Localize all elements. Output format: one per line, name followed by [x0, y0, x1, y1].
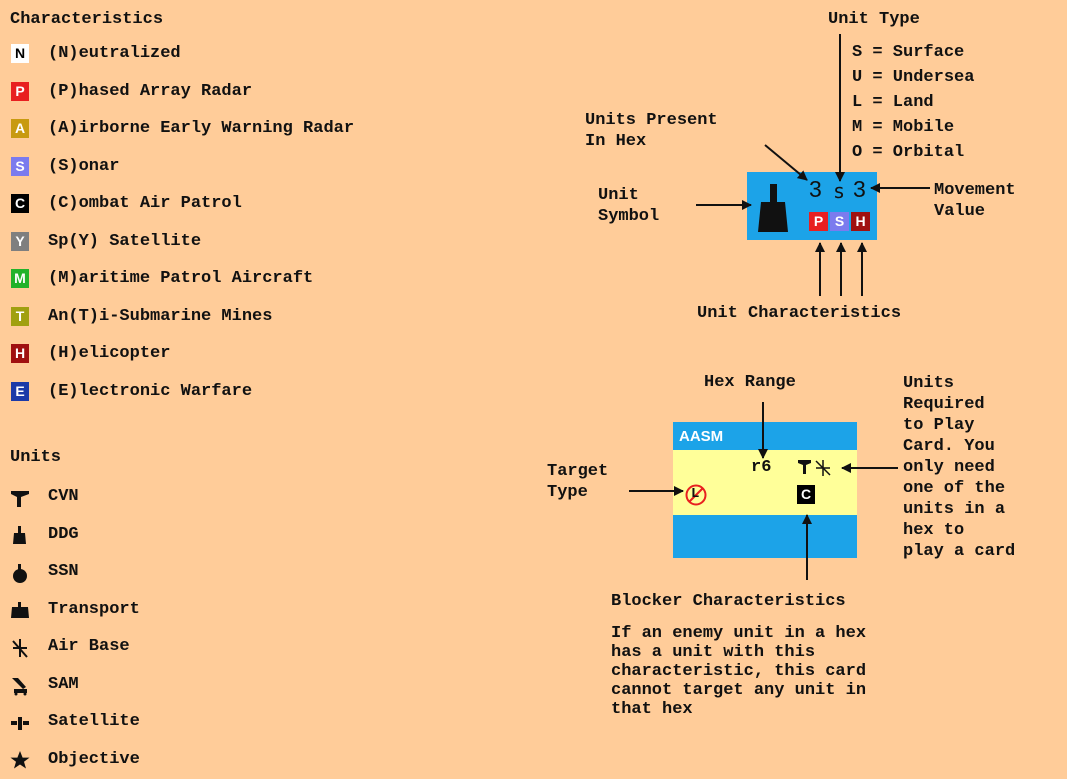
characteristic-label: Sp(Y) Satellite — [48, 231, 202, 251]
characteristic-badge-p: P — [11, 81, 29, 101]
characteristic-badge-s: S — [11, 156, 29, 176]
unit-type-title: Unit Type — [828, 10, 920, 29]
target-type-icon: L — [685, 484, 707, 506]
target-type-code: L — [691, 486, 700, 502]
ddg-icon — [758, 184, 788, 232]
unit-label-cvn: CVN — [48, 487, 79, 506]
ssn-icon — [13, 564, 27, 583]
units-present-label: Units Present In Hex — [585, 111, 718, 151]
units-required-icons — [798, 460, 831, 476]
counter-characteristic-s: S — [830, 212, 849, 231]
movement-value-label: Movement Value — [934, 181, 1016, 221]
unit-type-entry: M = Mobile — [852, 118, 955, 137]
unit-type-entry: L = Land — [852, 93, 934, 112]
satellite-icon — [11, 717, 29, 730]
unit-type-entry: U = Undersea — [852, 68, 975, 87]
unit-label-ssn: SSN — [48, 562, 79, 581]
target-type-label: Target Type — [547, 462, 609, 502]
characteristic-badge-c: C — [11, 194, 29, 213]
cvn-icon — [11, 491, 29, 507]
unit-type-value: s — [833, 179, 846, 203]
characteristic-label: (P)hased Array Radar — [48, 81, 253, 101]
unit-label-satellite: Satellite — [48, 712, 140, 731]
blocker-title: Blocker Characteristics — [611, 592, 846, 611]
characteristic-badge-h: H — [11, 344, 29, 363]
movement-value: 3 — [853, 176, 866, 202]
transport-icon — [11, 602, 29, 618]
unit-label-sam: SAM — [48, 674, 79, 694]
characteristic-label: (S)onar — [48, 156, 120, 176]
characteristic-label: (C)ombat Air Patrol — [48, 194, 242, 213]
unit-type-list: S = Surface U = Undersea L = Land M = Mobil… — [852, 40, 974, 165]
characteristic-badge-t: T — [11, 306, 29, 326]
characteristic-badge-y: Y — [11, 231, 29, 251]
unit-label-transport: Transport — [48, 599, 140, 619]
units-heading: Units — [10, 448, 62, 467]
characteristic-label: (N)eutralized — [48, 44, 181, 63]
characteristic-badge-a: A — [11, 119, 29, 138]
card-title: AASM — [679, 428, 724, 445]
unit-type-entry: O = Orbital — [852, 143, 965, 162]
units-present-arrow — [764, 144, 808, 181]
hex-range-value: r6 — [751, 458, 772, 477]
card: AASM r6 L C — [673, 422, 857, 558]
blocker-badge: C — [797, 485, 815, 504]
characteristic-label: (E)lectronic Warfare — [48, 381, 253, 401]
characteristic-label: An(T)i-Submarine Mines — [48, 306, 273, 326]
counter-characteristic-h: H — [851, 212, 870, 231]
characteristics-heading: Characteristics — [10, 10, 164, 29]
characteristic-badge-n: N — [11, 44, 29, 63]
characteristic-label: (H)elicopter — [48, 344, 171, 363]
unit-label-air-base: Air Base — [48, 637, 130, 656]
card-body: r6 L C — [673, 450, 857, 515]
unit-characteristics-label: Unit Characteristics — [697, 304, 902, 323]
unit-symbol-label: Unit Symbol — [598, 186, 660, 226]
units-required-label: Units Required to Play Card. You only ne… — [903, 374, 1016, 561]
blocker-description: If an enemy unit in a hex has a unit wit… — [611, 624, 867, 719]
counter-characteristic-p: P — [809, 212, 828, 231]
ddg-icon — [13, 526, 26, 544]
characteristic-badge-e: E — [11, 381, 29, 401]
hex-range-label: Hex Range — [704, 373, 796, 392]
unit-type-entry: S = Surface — [852, 43, 965, 62]
characteristic-badge-m: M — [11, 269, 29, 288]
characteristic-label: (A)irborne Early Warning Radar — [48, 119, 355, 138]
air-base-icon — [12, 639, 28, 658]
sam-icon — [12, 678, 27, 696]
objective-icon — [10, 751, 30, 769]
characteristic-label: (M)aritime Patrol Aircraft — [48, 269, 314, 288]
unit-label-objective: Objective — [48, 749, 140, 769]
unit-label-ddg: DDG — [48, 524, 79, 544]
units-present-value: 3 — [809, 176, 822, 202]
